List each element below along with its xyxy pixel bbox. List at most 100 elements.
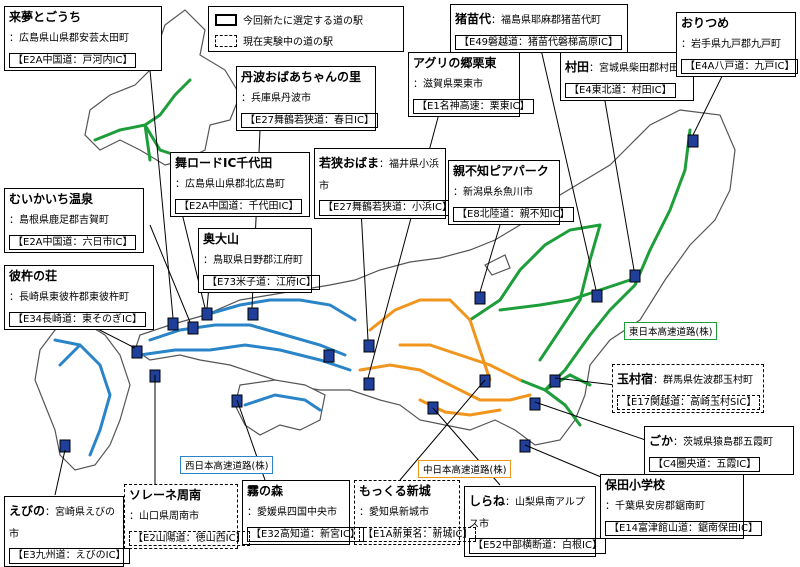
station-name: おりつめ [681, 16, 730, 30]
legend-new-label: 今回新たに選定する道の駅 [243, 16, 363, 27]
chugoku-route [148, 323, 347, 357]
station-name: 保田小学校 [605, 478, 666, 492]
station-address: ：宮城県柴田郡村田町 [589, 63, 690, 74]
station-address: ：新潟県糸魚川市 [453, 187, 533, 199]
station-address: ：広島県山県郡北広島町 [175, 179, 285, 191]
station-name: 親不知ピアパーク [453, 164, 549, 178]
east-network [93, 78, 692, 427]
station-name: もっくる新城 [359, 484, 431, 498]
station-highway: 【E52中部横断道：白根IC】 [469, 538, 606, 554]
shikoku-route [243, 393, 322, 412]
station-highway: 【E2A中国道：千代田IC】 [175, 198, 303, 215]
station-name: ごか [649, 434, 674, 448]
legend-trial: 現在実験中の道の駅 [215, 33, 333, 48]
station-box-murata: 村田：宮城県柴田郡村田町 【E4東北道：村田IC】 [560, 52, 694, 102]
station-address: ：長崎県東彼杵郡東彼杵町 [9, 292, 129, 304]
station-marker [323, 349, 335, 363]
station-box-wakasa-obama: 若狭おばま：福井県小浜市 【E27舞鶴若狭道：小浜IC】 [314, 148, 456, 219]
station-marker [474, 291, 486, 305]
station-highway: 【E4A八戸道：九戸IC】 [681, 58, 799, 75]
chuo-route [398, 343, 522, 382]
station-name: 玉村宿 [617, 372, 654, 386]
region-west: 西日本高速道路(株) [180, 456, 274, 474]
station-box-okudaisen: 奥大山 ：鳥取県日野郡江府町 【E73米子道：江府IC】 [198, 228, 320, 294]
shikoku-landmass [234, 379, 326, 436]
station-highway: 【E1A新東名：新城IC】 [359, 526, 477, 543]
station-name: えびの [9, 504, 46, 518]
station-name: 霧の森 [247, 484, 284, 498]
legend-new: 今回新たに選定する道の駅 [215, 12, 363, 27]
station-box-mai-road-chiyoda: 舞ロードIC千代田 ：広島県山県郡北広島町 【E2A中国道：千代田IC】 [170, 152, 310, 218]
station-highway: 【C4圏央道：五霞IC】 [649, 456, 761, 473]
station-marker [479, 374, 491, 388]
station-address: ：群馬県佐波郡玉村町 [653, 375, 754, 386]
tohoku-route [543, 128, 692, 392]
station-highway: 【E2山陽道：徳山西IC】 [129, 530, 250, 547]
station-marker [629, 269, 641, 283]
station-address: ：茨城県猿島郡五霞町 [673, 437, 774, 448]
japan-land [34, 9, 736, 471]
station-address: ：福井県小浜市 [319, 159, 440, 192]
station-marker [591, 289, 603, 303]
station-address: ：山梨県南アルプス市 [469, 497, 585, 530]
legend-trial-swatch [215, 34, 237, 47]
station-name: 彼杵の荘 [9, 269, 58, 283]
hokkaido-landmass [84, 9, 241, 166]
station-highway: 【E34長崎道：東そのぎIC】 [9, 311, 146, 328]
station-highway: 【E32高知道：新宮IC】 [247, 526, 364, 543]
station-box-tanba-obaachan: 丹波おばあちゃんの里 ：兵庫県丹波市 【E27舞鶴若狭道：春日IC】 [236, 66, 378, 132]
station-box-shirane: しらね：山梨県南アルプス市 【E52中部横断道：白根IC】 [464, 486, 606, 557]
station-name: 村田 [565, 60, 590, 74]
station-marker [549, 374, 561, 388]
banetsu-route [498, 278, 632, 312]
station-address: ：愛媛県四国中央市 [247, 507, 337, 519]
station-name: 猪苗代 [455, 12, 492, 26]
station-highway: 【E1名神高速：栗東IC】 [413, 98, 534, 115]
station-name: しらね [469, 494, 506, 508]
station-highway: 【E17関越道：高崎玉村SIC】 [617, 394, 761, 411]
meishin-tomei-route [358, 363, 532, 402]
station-highway: 【E3九州道：えびのIC】 [9, 548, 130, 564]
station-name: ソレーネ周南 [129, 488, 202, 502]
station-box-tamamura-juku: 玉村宿：群馬県佐波郡玉村町 【E17関越道：高崎玉村SIC】 [612, 364, 764, 414]
station-name: 奥大山 [203, 232, 240, 246]
station-box-oyashirazu-pier-park: 親不知ピアパーク ：新潟県糸魚川市 【E8北陸道：親不知IC】 [448, 160, 574, 226]
tohoku-west-route [538, 223, 602, 362]
station-box-oritsume: おりつめ ：岩手県九戸郡九戸町 【E4A八戸道：九戸IC】 [676, 12, 799, 78]
station-marker [687, 134, 699, 148]
hokuriku-central-route [368, 298, 492, 382]
station-highway: 【E27舞鶴若狭道：小浜IC】 [319, 200, 456, 216]
sanyo-route [138, 343, 352, 372]
station-address: ：広島県山県郡安芸太田町 [9, 33, 129, 45]
station-highway: 【E14富津館山道：鋸南保田IC】 [605, 520, 762, 537]
honshu-landmass [134, 109, 736, 446]
station-box-goka: ごか：茨城県猿島郡五霞町 【C4圏央道：五霞IC】 [644, 426, 794, 476]
station-address: ：千葉県安房郡鋸南町 [605, 501, 705, 513]
hokuriku-route [468, 223, 602, 322]
station-box-hota-shogakko: 保田小学校 ：千葉県安房郡鋸南町 【E14富津館山道：鋸南保田IC】 [600, 474, 762, 540]
station-box-solene-shunan: ソレーネ周南 ：山口県周南市 【E2山陽道：徳山西IC】 [124, 484, 250, 550]
sanin-route [203, 298, 357, 322]
region-central: 中日本高速道路(株) [418, 460, 512, 478]
station-highway: 【E27舞鶴若狭道：春日IC】 [241, 112, 378, 129]
station-marker [519, 439, 531, 453]
station-marker [363, 377, 375, 391]
station-highway: 【E2A中国道：戸河内IC】 [9, 52, 137, 69]
station-box-ebino: えびの：宮崎県えびの市 【E3九州道：えびのIC】 [4, 496, 130, 567]
station-marker [167, 317, 179, 331]
legend-trial-label: 現在実験中の道の駅 [243, 37, 333, 48]
station-marker [131, 345, 143, 359]
station-address: ：宮崎県えびの市 [9, 507, 116, 540]
station-box-sonogi-no-sho: 彼杵の荘 ：長崎県東彼杵郡東彼杵町 【E34長崎道：東そのぎIC】 [4, 265, 154, 331]
station-box-kiri-no-mori: 霧の森 ：愛媛県四国中央市 【E32高知道：新宮IC】 [242, 480, 364, 546]
station-box-raimu-togouchi: 来夢とごうち ：広島県山県郡安芸太田町 【E2A中国道：戸河内IC】 [4, 6, 162, 72]
station-highway: 【E49磐越道：猪苗代磐梯高原IC】 [455, 34, 622, 51]
station-marker [363, 339, 375, 353]
legend: 今回新たに選定する道の駅 現在実験中の道の駅 [208, 6, 404, 52]
station-box-muikaichi-onsen: むいかいち温泉 ：島根県鹿足郡吉賀町 【E2A中国道：六日市IC】 [4, 188, 144, 254]
kyushu-landmass [34, 319, 131, 471]
station-marker [187, 321, 199, 335]
station-highway: 【E8北陸道：親不知IC】 [453, 206, 574, 223]
kyushu-route [53, 338, 112, 457]
station-highway: 【E2A中国道：六日市IC】 [9, 234, 137, 251]
